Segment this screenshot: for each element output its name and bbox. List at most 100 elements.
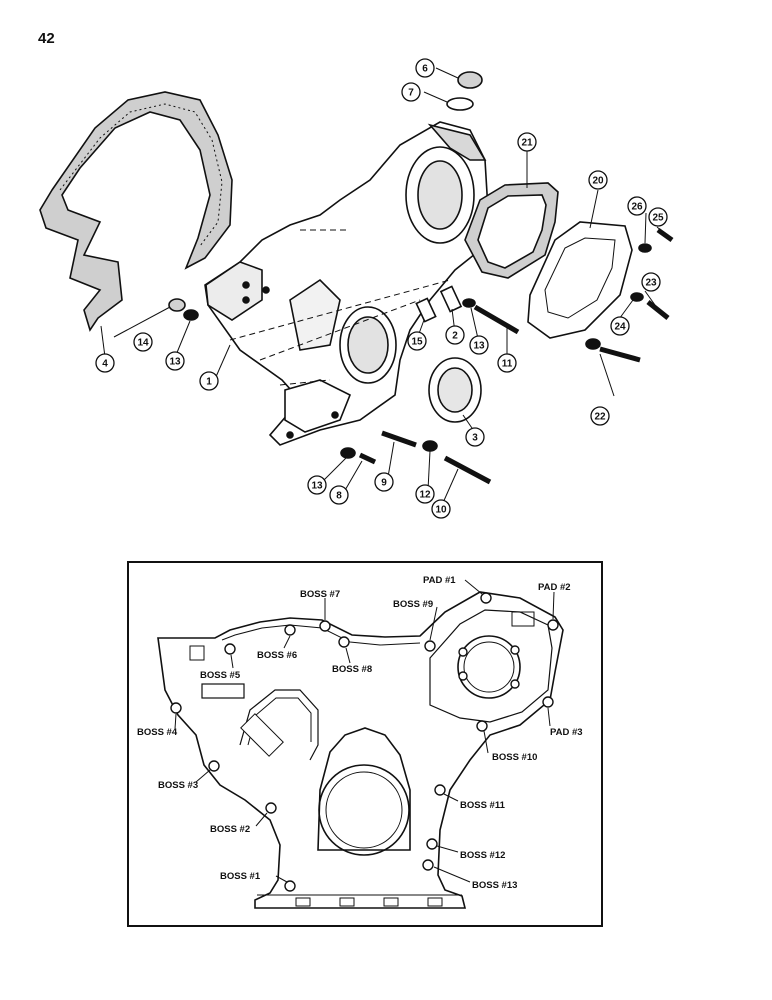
callout-label: 8 xyxy=(336,491,342,502)
washer-part-7 xyxy=(446,97,474,111)
callout-label: 14 xyxy=(137,338,149,349)
callout-label: 22 xyxy=(594,412,606,423)
callout-marker xyxy=(445,325,465,345)
boss-2-label: BOSS #2 xyxy=(210,824,250,835)
callout-label: 6 xyxy=(422,64,428,75)
boss-hole xyxy=(224,643,236,655)
nut-part-14 xyxy=(168,298,186,312)
callout-label: 13 xyxy=(169,357,181,368)
boss-hole xyxy=(426,838,438,850)
pad-hole xyxy=(547,619,559,631)
boss-6-label: BOSS #6 xyxy=(257,650,297,661)
callout-label: 10 xyxy=(435,505,447,516)
washer-part-24 xyxy=(630,292,644,302)
callout-label: 1 xyxy=(206,377,212,388)
callout-markers xyxy=(95,58,668,519)
callout-label: 23 xyxy=(645,278,657,289)
callout-marker xyxy=(641,272,661,292)
callout-marker xyxy=(648,207,668,227)
callout-marker xyxy=(165,351,185,371)
bolt-part-22 xyxy=(599,346,641,363)
boss-10-label: BOSS #10 xyxy=(492,752,537,763)
callout-marker xyxy=(415,484,435,504)
callout-marker xyxy=(610,316,630,336)
callout-label: 7 xyxy=(408,88,414,99)
callout-marker xyxy=(415,58,435,78)
boss-hole xyxy=(208,760,220,772)
callout-label: 15 xyxy=(411,337,423,348)
boss-hole xyxy=(338,636,350,648)
boss-hole xyxy=(424,640,436,652)
bolt-part-9 xyxy=(381,430,417,448)
callout-marker xyxy=(627,196,647,216)
plug-part xyxy=(457,71,483,89)
boss-3-label: BOSS #3 xyxy=(158,780,198,791)
callout-label: 11 xyxy=(502,359,513,370)
bolt-part-8 xyxy=(358,452,377,465)
callout-marker xyxy=(465,427,485,447)
boss-diagram-frame xyxy=(127,561,603,927)
boss-11-label: BOSS #11 xyxy=(460,800,506,811)
cover-plate-part xyxy=(527,221,633,339)
boss-diagram-label-plate xyxy=(201,683,245,699)
boss-5-label: BOSS #5 xyxy=(200,670,241,681)
callout-marker xyxy=(590,406,610,426)
timing-cover-part xyxy=(204,121,489,446)
callout-marker xyxy=(588,170,608,190)
pad-2-label: PAD #2 xyxy=(538,582,571,593)
boss-hole xyxy=(170,702,182,714)
callout-marker xyxy=(307,475,327,495)
callout-marker xyxy=(401,82,421,102)
page-number: 42 xyxy=(38,30,55,47)
callout-marker xyxy=(133,332,153,352)
callout-marker xyxy=(199,371,219,391)
pad-hole xyxy=(542,696,554,708)
callout-label: 3 xyxy=(472,433,478,444)
callout-label: 24 xyxy=(614,322,626,333)
pad-hole xyxy=(510,679,520,689)
boss-8-label: BOSS #8 xyxy=(332,664,372,675)
callout-label: 20 xyxy=(592,176,604,187)
boss-7-label: BOSS #7 xyxy=(300,589,340,600)
cover-outline xyxy=(157,591,564,909)
callout-label: 13 xyxy=(311,481,323,492)
boss-diagram xyxy=(157,591,564,909)
boss-diagram-crank-bore xyxy=(318,764,410,856)
bolt-part-23 xyxy=(646,300,670,320)
pad-hole xyxy=(458,671,468,681)
pad-1-label: PAD #1 xyxy=(423,575,456,586)
boss-hole xyxy=(319,620,331,632)
bolt-part-11 xyxy=(473,304,520,335)
callout-label: 26 xyxy=(631,202,643,213)
boss-hole xyxy=(422,859,434,871)
callout-label: 9 xyxy=(381,478,387,489)
boss-hole xyxy=(284,880,296,892)
bolt-part-25 xyxy=(656,227,674,243)
callout-label: 4 xyxy=(102,359,108,370)
callout-marker xyxy=(374,472,394,492)
boss-4-label: BOSS #4 xyxy=(137,727,178,738)
boss-hole xyxy=(284,624,296,636)
washer-part-26 xyxy=(638,243,652,253)
callout-label: 12 xyxy=(419,490,431,501)
boss-12-label: BOSS #12 xyxy=(460,850,505,861)
exploded-view xyxy=(39,67,674,506)
boss-holes xyxy=(170,592,559,892)
boss-hole xyxy=(265,802,277,814)
callout-label: 13 xyxy=(473,341,485,352)
pad-hole xyxy=(510,645,520,655)
callout-marker xyxy=(497,353,517,373)
callout-label: 21 xyxy=(521,138,533,149)
washer-part-13 xyxy=(462,298,476,308)
gasket-part xyxy=(39,91,233,332)
pad-hole xyxy=(480,592,492,604)
boss-1-label: BOSS #1 xyxy=(220,871,261,882)
bolt-part-10 xyxy=(443,455,492,485)
callout-marker xyxy=(407,331,427,351)
callout-label: 25 xyxy=(652,213,664,224)
boss-13-label: BOSS #13 xyxy=(472,880,517,891)
boss-diagram-bore xyxy=(457,635,521,699)
pad-3-label: PAD #3 xyxy=(550,727,583,738)
dowel-part-2 xyxy=(439,285,463,313)
